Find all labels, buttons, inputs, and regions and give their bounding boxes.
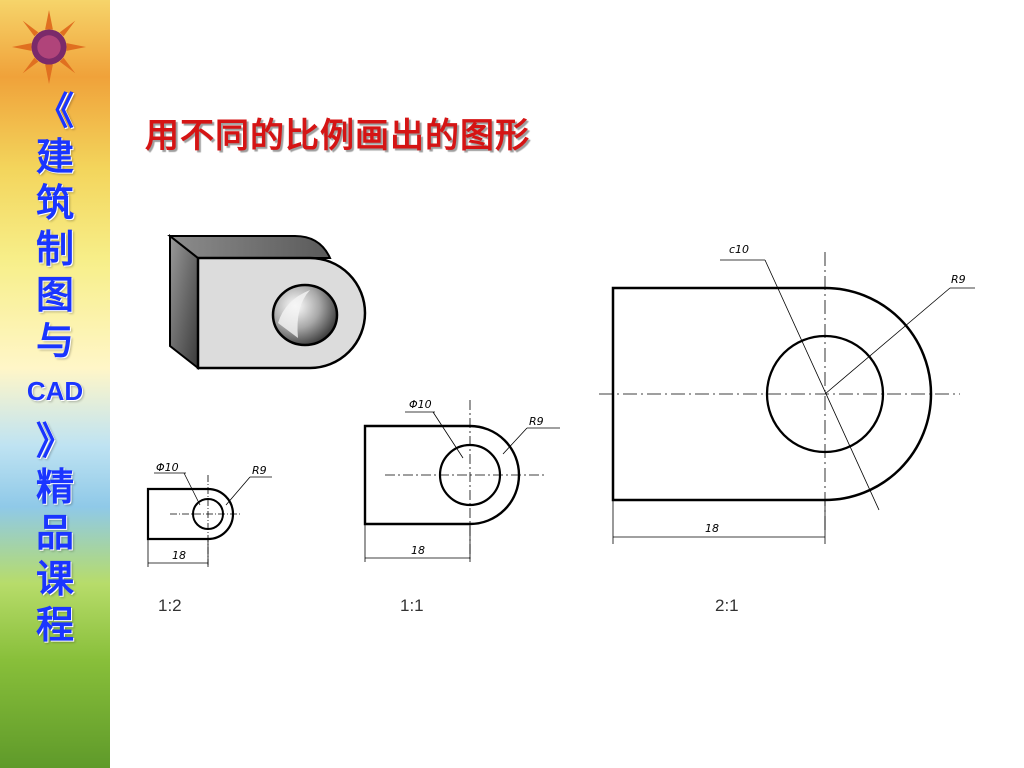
course-title-char: 建: [35, 134, 74, 179]
scale-label: 1:1: [400, 596, 424, 615]
course-title-char: 》: [35, 418, 74, 463]
course-title-char: 图: [35, 272, 74, 317]
course-title-char: CAD: [26, 376, 84, 406]
dimension-label-radius: R9: [529, 415, 544, 428]
course-title-char: 课: [35, 556, 74, 601]
dimension-label-diameter: Φ10: [409, 398, 432, 411]
course-title-char: 程: [35, 602, 74, 647]
course-title-char: 精: [35, 464, 74, 509]
drawing-scale-2-1: c10 R9 18: [599, 243, 975, 544]
scale-label: 1:2: [158, 596, 182, 615]
dimension-label-length: 18: [172, 549, 186, 562]
dimension-label-diameter: Φ10: [156, 461, 179, 474]
decorative-sidebar: 《 建 筑 制 图 与 CAD 》 精 品 课 程: [0, 0, 110, 768]
dimension-label-radius: R9: [951, 273, 966, 286]
course-title-char: 制: [35, 226, 74, 271]
dimension-label-length: 18: [411, 544, 425, 557]
sun-icon: [11, 9, 87, 85]
course-title-char: 筑: [35, 180, 74, 225]
course-title-char: 与: [35, 318, 74, 363]
drawing-scale-1-2: Φ10 R9 18: [146, 461, 272, 567]
isometric-part-illustration: [167, 233, 367, 371]
course-title-vertical: 《 建 筑 制 图 与 CAD 》 精 品 课 程: [23, 88, 87, 648]
dimension-label-diameter: c10: [729, 243, 749, 256]
course-title-char: 《: [35, 88, 74, 133]
scale-label: 2:1: [715, 596, 739, 615]
course-title-char: 品: [35, 510, 74, 555]
dimension-label-radius: R9: [252, 464, 267, 477]
dimension-label-length: 18: [705, 522, 719, 535]
drawing-scale-1-1: Φ10 R9 18: [363, 398, 560, 562]
slide-title: 用不同的比例画出的图形: [145, 116, 530, 156]
